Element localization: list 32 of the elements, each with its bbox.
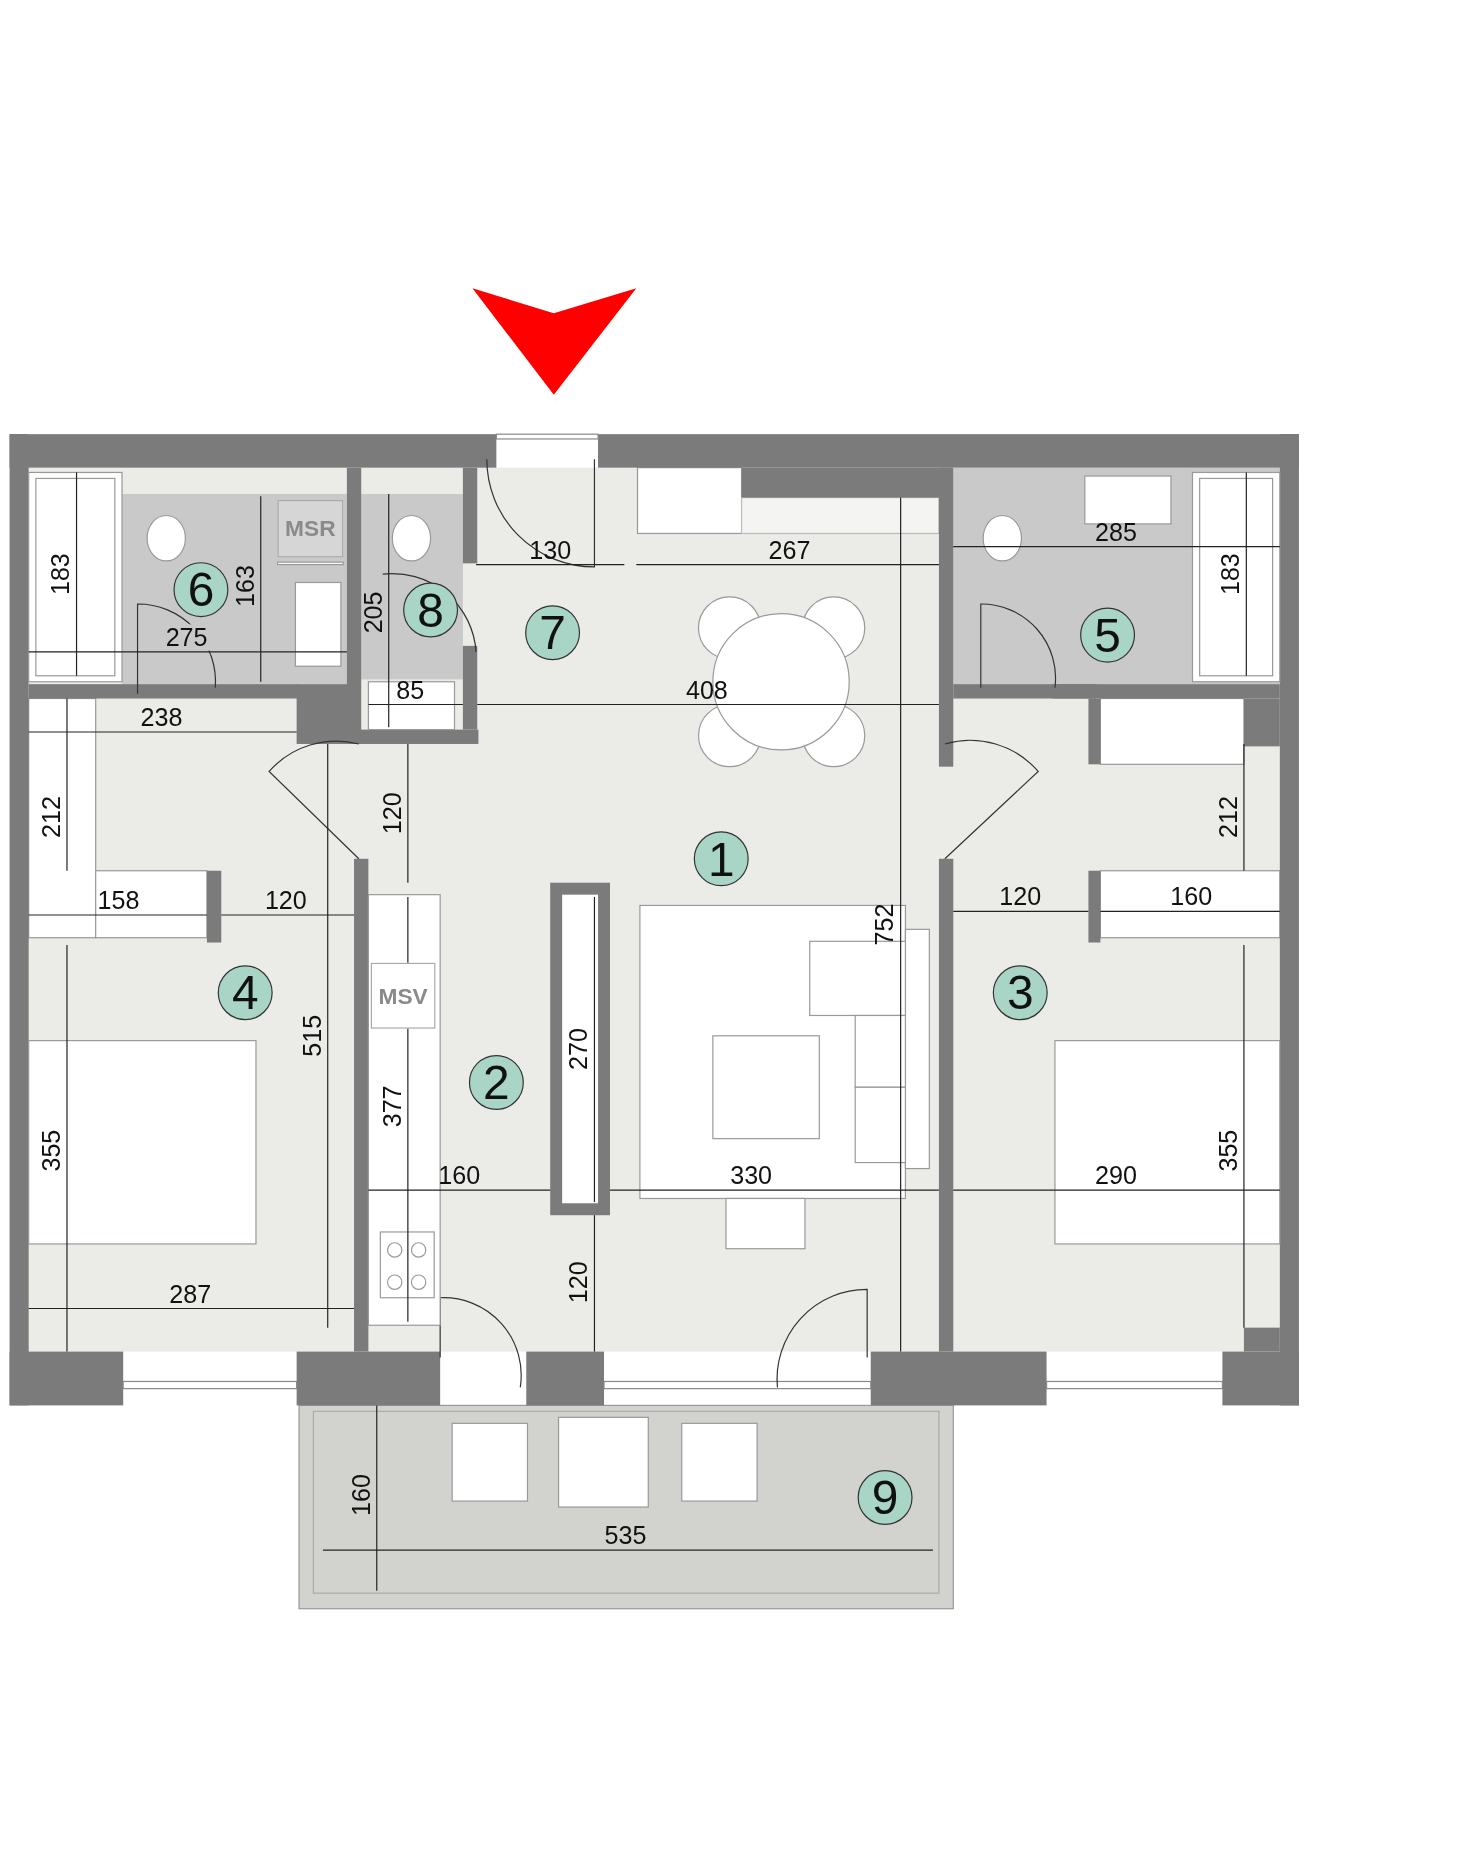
dimension-label: 120 <box>999 883 1042 911</box>
dimension-label: 160 <box>348 1474 375 1517</box>
dimension-label: 212 <box>38 795 65 838</box>
appliance-box: MSR <box>277 499 344 558</box>
dimension-label: 160 <box>438 1162 481 1189</box>
dimension-label: 85 <box>396 677 425 704</box>
dimension-label: 535 <box>604 1522 647 1549</box>
dimension-label: 267 <box>768 537 811 564</box>
dimension-label: 158 <box>97 887 140 914</box>
dimension-label: 212 <box>1215 795 1242 838</box>
dimension-label: 130 <box>529 537 572 564</box>
dimension-label: 183 <box>1217 553 1244 596</box>
dimension-label: 205 <box>360 591 387 634</box>
dimension-label: 515 <box>299 1014 326 1057</box>
dimension-label: 287 <box>169 1281 212 1308</box>
dimension-label: 330 <box>730 1162 773 1189</box>
dimension-label: 408 <box>685 677 728 704</box>
dimension-label: 355 <box>38 1129 65 1172</box>
dimension-label: 290 <box>1095 1162 1137 1189</box>
dimension-label: 120 <box>264 887 307 914</box>
dimension-label: 355 <box>1215 1129 1242 1172</box>
dimension-label: 160 <box>1170 883 1213 911</box>
dimension-label: 285 <box>1095 519 1137 546</box>
dimension-label: 163 <box>232 565 259 608</box>
dimension-label: 120 <box>379 792 406 835</box>
dimension-label: 238 <box>140 704 183 731</box>
kitchen-cabinet: MSV <box>370 962 436 1029</box>
dimension-label: 270 <box>565 1028 593 1070</box>
dimension-label: 752 <box>871 903 899 946</box>
dimension-label: 377 <box>379 1085 406 1128</box>
dimension-label: 183 <box>47 553 75 596</box>
dimension-label: 120 <box>565 1261 593 1304</box>
